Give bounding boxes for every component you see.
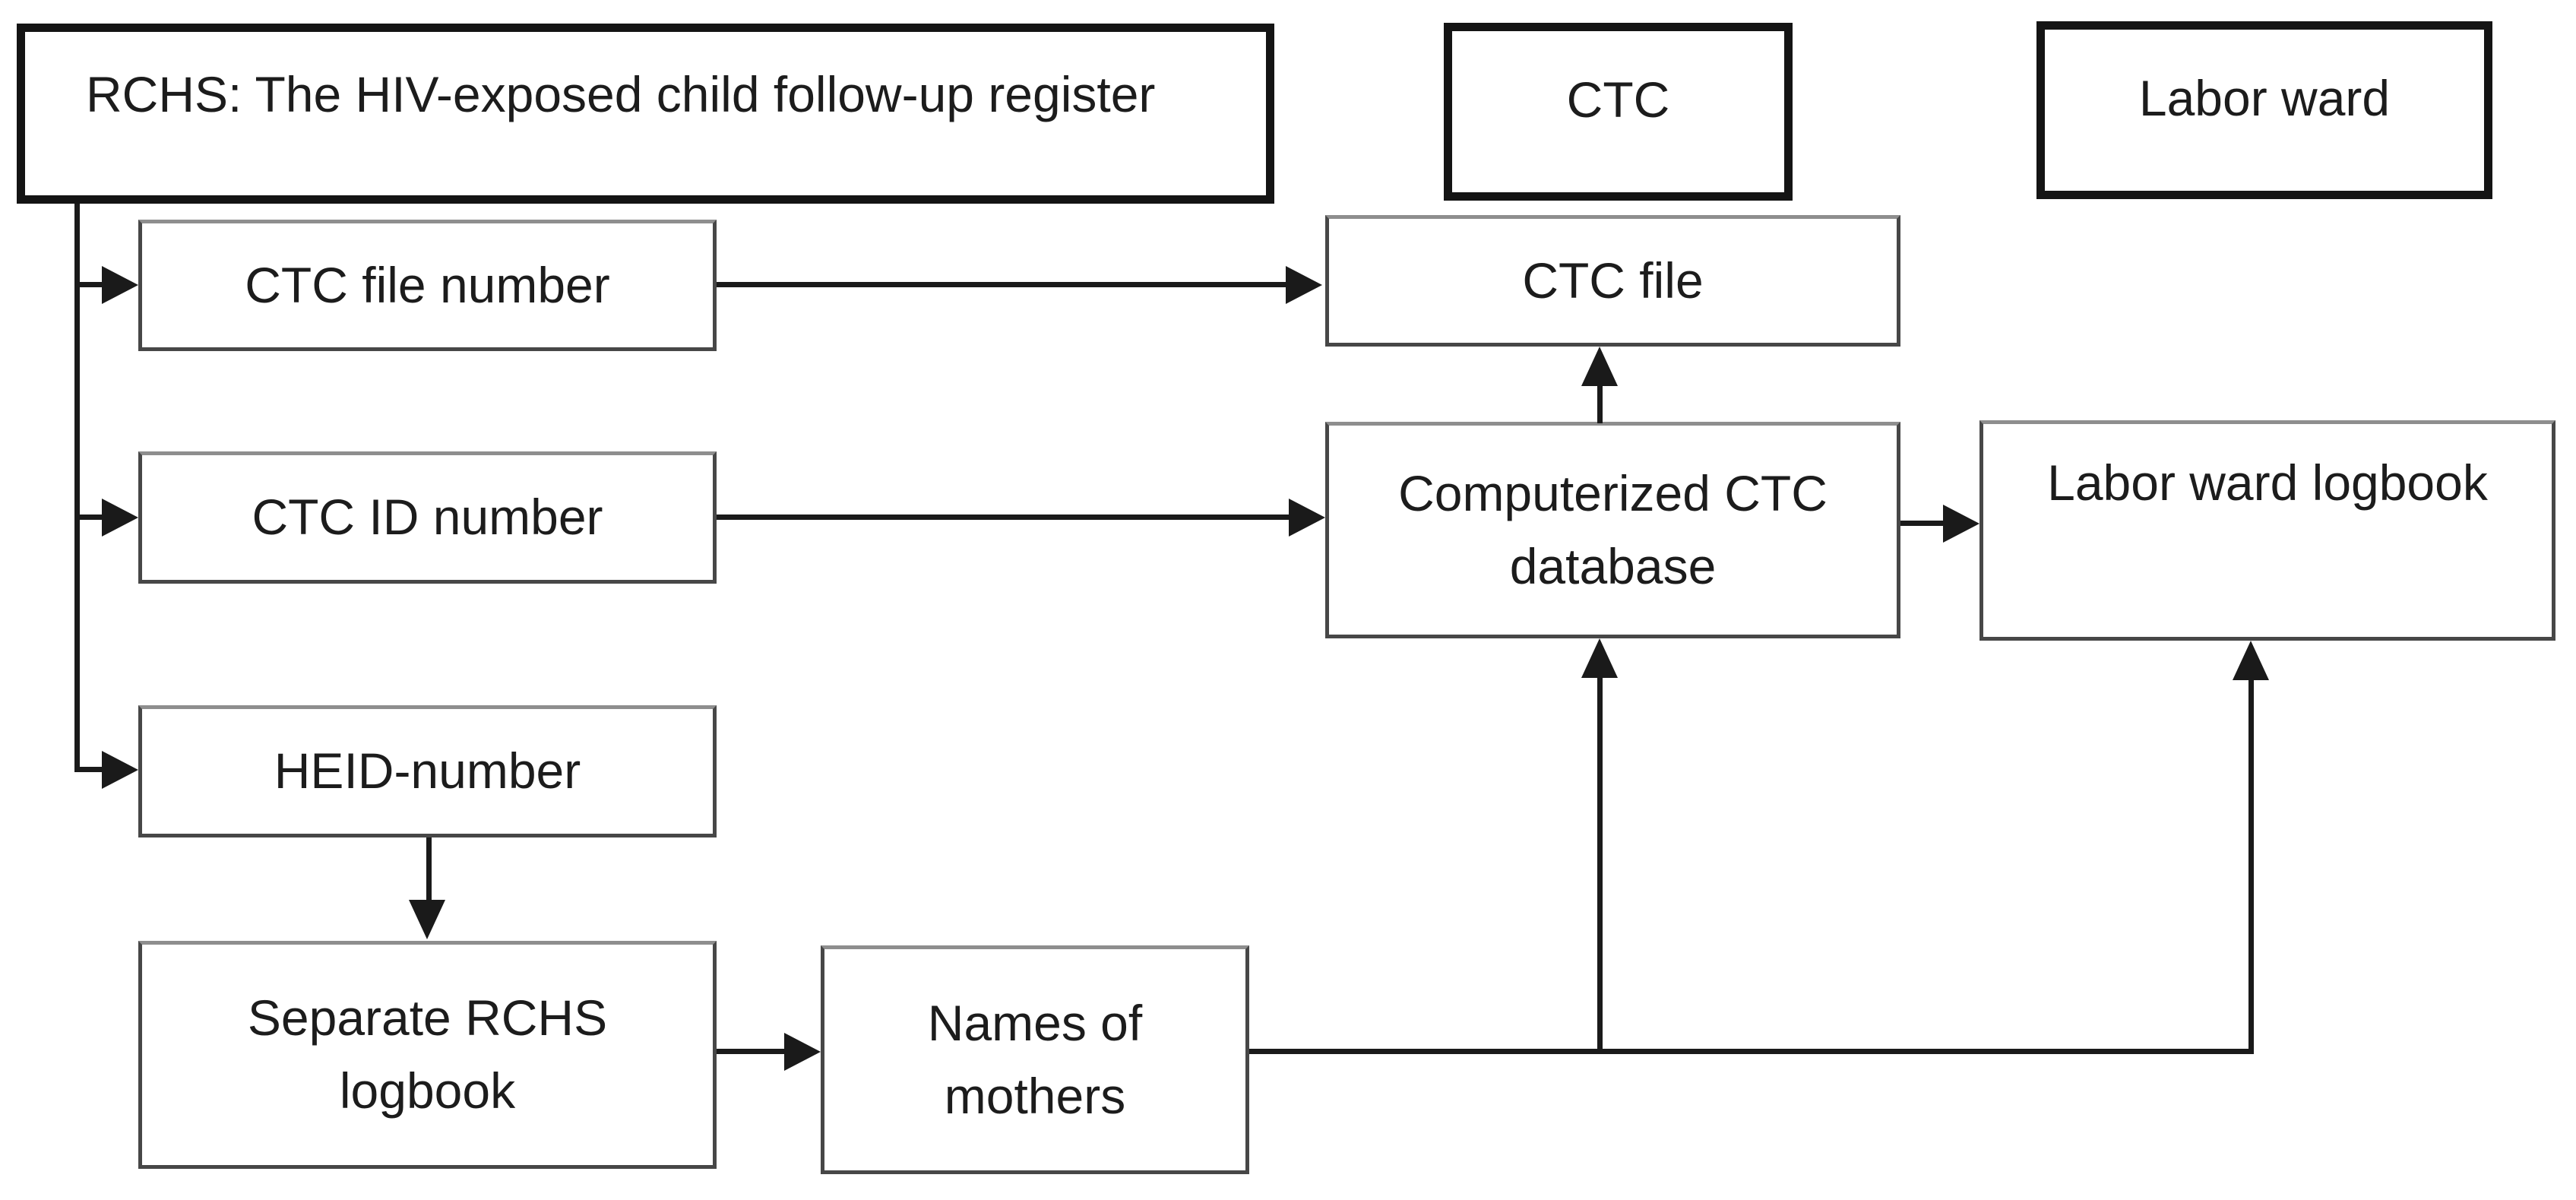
arrowhead-right-icon xyxy=(102,499,138,537)
edge-names-bus-line xyxy=(1249,1049,2254,1054)
node-ctc-file: CTC file xyxy=(1325,215,1900,347)
arrowhead-right-icon xyxy=(1286,266,1322,304)
node-labor-ward-label: Labor ward xyxy=(2138,70,2391,127)
edge-database-to-labor-ward-logbook-line xyxy=(1900,521,1946,526)
arrowhead-up-icon xyxy=(2233,641,2269,680)
node-separate-rchs-logbook-label: Separate RCHS logbook xyxy=(247,989,608,1119)
node-labor-ward-logbook-label: Labor ward logbook xyxy=(2047,454,2488,511)
arrowhead-down-icon xyxy=(409,900,445,939)
node-rchs-register: RCHS: The HIV-exposed child follow-up re… xyxy=(17,24,1274,204)
arrowhead-right-icon xyxy=(1943,505,1979,543)
edge-database-to-ctc-file-line xyxy=(1597,383,1603,423)
arrowhead-up-icon xyxy=(1581,347,1618,386)
edge-ctc-id-number-to-database-line xyxy=(717,515,1292,520)
edge-ctc-file-number-to-ctc-file-line xyxy=(717,282,1289,287)
edge-separate-logbook-to-names-line xyxy=(717,1049,789,1054)
node-rchs-register-label: RCHS: The HIV-exposed child follow-up re… xyxy=(86,65,1156,122)
arrowhead-right-icon xyxy=(102,751,138,789)
edge-rchs-to-ctc-id-number-line xyxy=(74,515,105,520)
node-ctc-file-number: CTC file number xyxy=(138,220,717,351)
node-names-of-mothers-label: Names of mothers xyxy=(927,994,1143,1124)
node-ctc-file-number-label: CTC file number xyxy=(245,256,610,313)
node-computerized-ctc-database-label: Computerized CTC database xyxy=(1398,464,1828,594)
edge-rchs-to-ctc-file-number-line xyxy=(74,282,105,287)
arrowhead-right-icon xyxy=(102,266,138,304)
arrowhead-up-icon xyxy=(1581,638,1618,678)
edge-heid-to-separate-logbook-line xyxy=(426,837,432,901)
edge-rchs-trunk-line xyxy=(74,204,80,772)
node-ctc: CTC xyxy=(1444,23,1793,201)
node-computerized-ctc-database: Computerized CTC database xyxy=(1325,422,1900,638)
node-ctc-id-number: CTC ID number xyxy=(138,451,717,584)
edge-names-to-labor-ward-logbook-line xyxy=(2248,677,2254,1054)
node-ctc-label: CTC xyxy=(1566,71,1670,128)
node-labor-ward-logbook: Labor ward logbook xyxy=(1979,420,2555,641)
node-heid-number: HEID-number xyxy=(138,705,717,837)
node-separate-rchs-logbook: Separate RCHS logbook xyxy=(138,941,717,1169)
node-names-of-mothers: Names of mothers xyxy=(821,945,1249,1174)
edge-names-to-database-line xyxy=(1597,675,1603,1054)
node-heid-number-label: HEID-number xyxy=(274,742,581,799)
arrowhead-right-icon xyxy=(784,1033,821,1071)
node-ctc-file-label: CTC file xyxy=(1522,252,1704,309)
edge-rchs-to-heid-number-line xyxy=(74,767,105,772)
arrowhead-right-icon xyxy=(1289,499,1325,537)
node-labor-ward: Labor ward xyxy=(2036,21,2492,199)
node-ctc-id-number-label: CTC ID number xyxy=(252,489,603,546)
